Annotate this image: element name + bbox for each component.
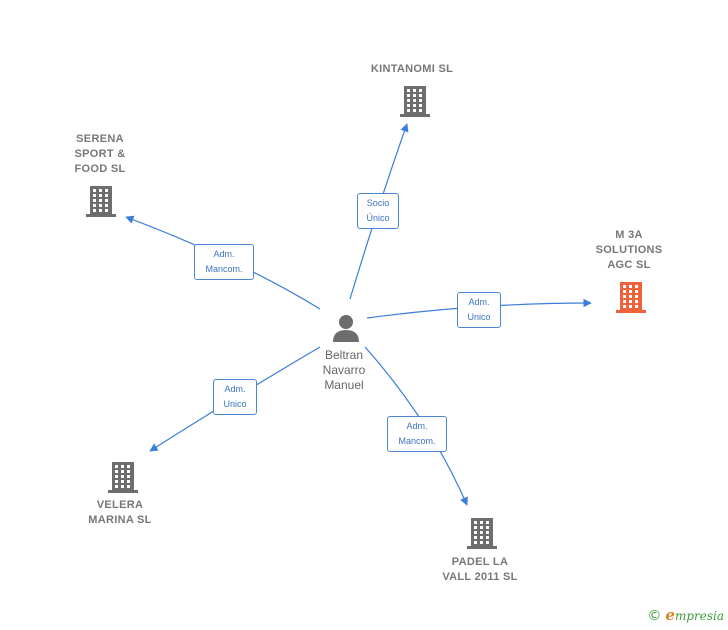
edge-label-serena: Adm.Mancom. <box>194 244 254 280</box>
serena-building-icon[interactable] <box>86 186 116 217</box>
company-label-kintanomi[interactable]: KINTANOMI SL <box>370 63 454 75</box>
person-icon[interactable] <box>333 315 359 342</box>
edges-layer <box>125 123 592 506</box>
edge-label-velera: Adm.Unico <box>213 379 257 415</box>
padel-building-icon[interactable] <box>467 518 497 549</box>
brand-footer[interactable]: ©empresia <box>647 606 724 624</box>
icons-layer <box>86 86 646 549</box>
brand-name: mpresia <box>674 609 724 623</box>
brand-initial: e <box>665 606 675 624</box>
velera-building-icon[interactable] <box>108 462 138 493</box>
edge-label-m3a: Adm.Unico <box>457 292 501 328</box>
m3a-building-icon[interactable] <box>616 282 646 313</box>
kintanomi-building-icon[interactable] <box>400 86 430 117</box>
copyright-symbol: © <box>647 608 662 624</box>
edge-label-padel: Adm.Mancom. <box>387 416 447 452</box>
